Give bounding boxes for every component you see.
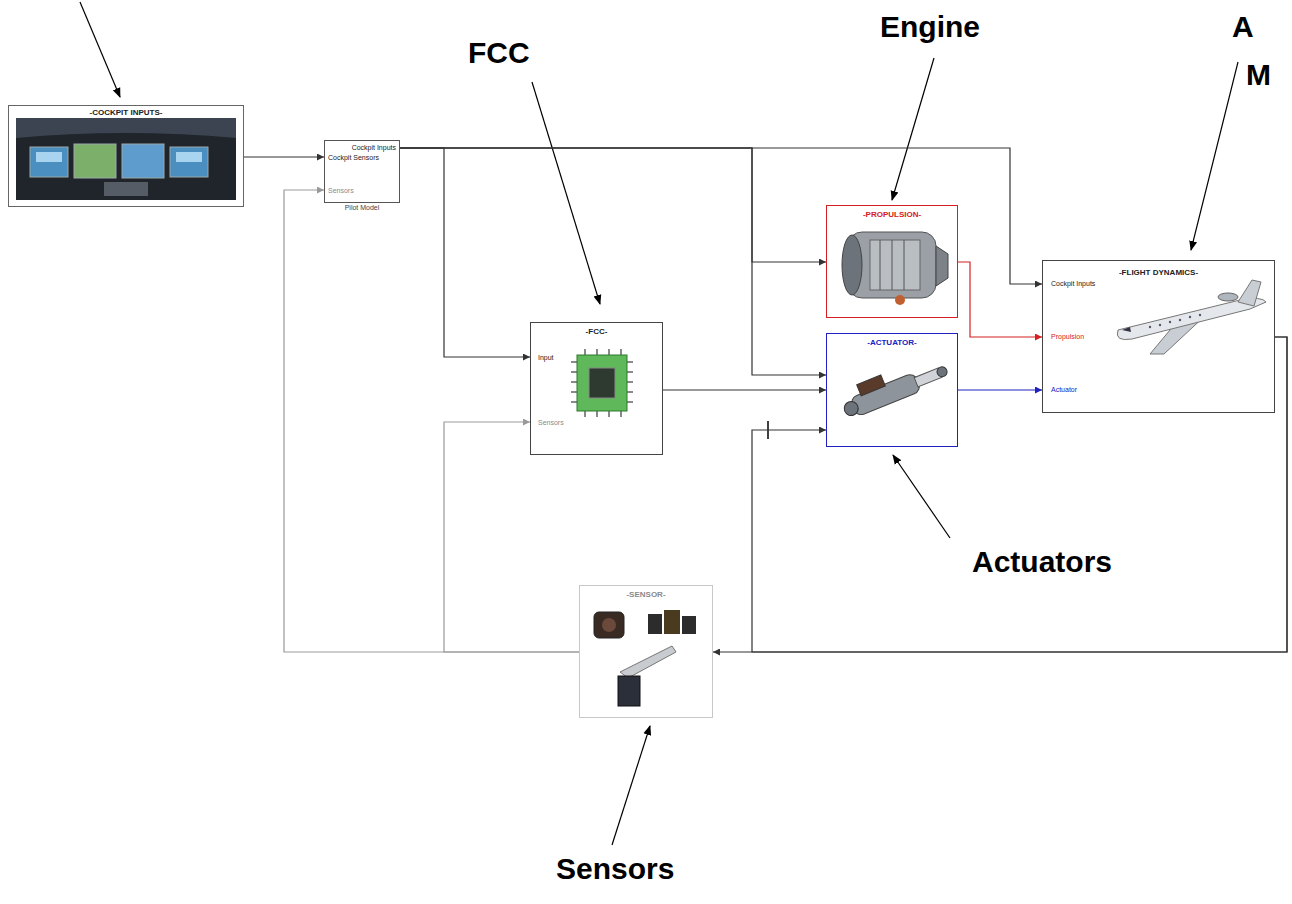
leader-line [892,58,934,200]
callout-label: Sensors [556,852,674,885]
sensor-box: -SENSOR- [579,585,713,718]
box-heading: -COCKPIT INPUTS- [90,108,163,117]
box-heading: -SENSOR- [626,590,665,599]
box-heading: -FLIGHT DYNAMICS- [1119,268,1198,277]
box-heading: -PROPULSION- [863,210,921,219]
signal-connector [400,148,1042,284]
pilot-model-box: Cockpit SensorsSensorsCockpit InputsPilo… [324,140,400,203]
cockpit-picture [16,118,236,200]
signal-connector [958,389,1042,390]
leader-line [80,2,120,97]
callout-label: Actuators [972,545,1112,578]
box-heading: -FCC- [586,327,608,336]
port-label: Cockpit Inputs [1051,280,1095,288]
cockpit-box: -COCKPIT INPUTS- [8,105,244,207]
port-label: Actuator [1051,386,1077,394]
signal-connector [244,156,324,157]
fcc-box: -FCC- InputSensors [530,322,663,455]
signal-connector [713,337,1287,652]
callout-label: M [1246,58,1271,91]
port-label: Cockpit Sensors [328,154,379,162]
callout-label: FCC [468,36,530,69]
actuator-box: -ACTUATOR- [826,333,958,447]
chip-picture [571,349,633,417]
port-label: Sensors [538,419,564,427]
signal-connector [752,337,1287,652]
flight-dynamics-box: -FLIGHT DYNAMICS- Cockpit InputsPropulsio… [1042,260,1275,413]
propulsion-box: -PROPULSION- [826,205,958,318]
signal-connector [958,262,1042,337]
box-heading: -ACTUATOR- [867,338,916,347]
signal-connector [444,422,579,652]
signal-connector [284,190,579,652]
sensors-picture [594,610,696,706]
leader-line [1191,62,1238,250]
callout-label: Engine [880,10,980,43]
actuator-picture [837,351,950,420]
box-caption: Pilot Model [345,204,380,212]
airplane-picture [1117,280,1266,354]
signal-connector [400,148,826,375]
port-label: Input [538,354,554,362]
port-label: Propulsion [1051,333,1084,341]
leader-line [893,455,950,538]
leader-line [532,82,600,304]
leader-line [612,726,650,845]
signal-connector [400,148,826,262]
callout-label: A [1232,10,1254,43]
engine-picture [842,232,948,305]
port-label: Cockpit Inputs [352,144,396,152]
port-label: Sensors [328,187,354,195]
signal-connector [400,148,530,357]
signal-connector [663,389,826,390]
